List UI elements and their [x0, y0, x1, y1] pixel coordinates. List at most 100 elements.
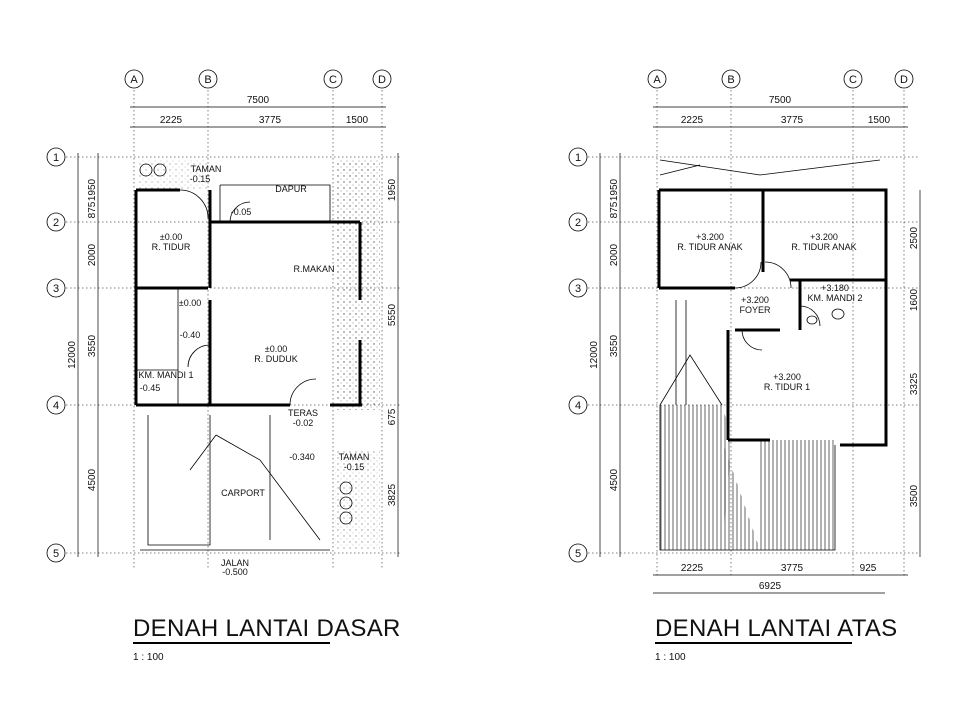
svg-text:B: B: [204, 74, 211, 86]
svg-text:TAMAN: TAMAN: [339, 452, 370, 462]
plan-scale-upper: 1 : 100: [655, 652, 686, 663]
svg-text:3775: 3775: [259, 115, 282, 126]
svg-text:3550: 3550: [609, 334, 620, 357]
axis-bubble-5: 5: [568, 543, 588, 563]
svg-text:2: 2: [53, 217, 59, 229]
bathroom-fixtures: [806, 308, 845, 325]
svg-text:7500: 7500: [769, 95, 792, 106]
svg-text:C: C: [329, 74, 337, 86]
plan-upper-floor: A B C D 1 2 3 4: [568, 69, 921, 663]
plan-title-ground: DENAH LANTAI DASAR: [133, 615, 401, 642]
axis-bubble-3: 3: [46, 278, 66, 298]
axis-bubble-c: C: [323, 69, 343, 89]
svg-text:675: 675: [387, 408, 398, 425]
svg-text:1: 1: [53, 152, 59, 164]
carport-area: [140, 415, 330, 551]
svg-text:12000: 12000: [589, 341, 600, 369]
svg-text:2000: 2000: [609, 243, 620, 266]
axis-bubble-5: 5: [46, 543, 66, 563]
svg-text:D: D: [378, 74, 386, 86]
axis-bubble-a: A: [124, 69, 144, 89]
axis-bubble-d: D: [372, 69, 392, 89]
room-labels-upper: +3.200 R. TIDUR ANAK +3.200 R. TIDUR ANA…: [677, 232, 862, 392]
svg-text:2500: 2500: [909, 226, 920, 249]
svg-text:3775: 3775: [781, 563, 804, 574]
svg-text:4500: 4500: [87, 468, 98, 491]
svg-text:6925: 6925: [759, 581, 782, 592]
svg-text:B: B: [727, 74, 734, 86]
svg-text:7500: 7500: [247, 95, 270, 106]
axis-bubble-4: 4: [46, 395, 66, 415]
garden-hatch-front: [335, 450, 380, 550]
svg-text:CARPORT: CARPORT: [221, 488, 265, 498]
svg-text:-0.40: -0.40: [180, 330, 201, 340]
dimension-right: 1950 5550 675 3825: [387, 153, 399, 557]
axis-bubble-1: 1: [46, 147, 66, 167]
svg-text:KM. MANDI 2: KM. MANDI 2: [807, 293, 862, 303]
axis-bubble-3: 3: [568, 278, 588, 298]
svg-text:-0.340: -0.340: [289, 452, 315, 462]
svg-text:1: 1: [575, 152, 581, 164]
svg-text:±0.00: ±0.00: [160, 232, 182, 242]
dimension-left: 12000 1950 875 2000 3550 4500: [67, 153, 99, 557]
walls-ground: [134, 184, 362, 407]
svg-text:±0.00: ±0.00: [179, 298, 201, 308]
dimension-top: 7500 2225 3775 1500: [130, 95, 386, 128]
svg-text:5: 5: [575, 548, 581, 560]
svg-text:C: C: [849, 74, 857, 86]
walls-upper: [657, 188, 888, 447]
svg-text:-0.15: -0.15: [344, 462, 365, 472]
axis-bubble-b: B: [198, 69, 218, 89]
svg-text:JALAN: JALAN: [221, 558, 249, 568]
room-labels-ground: TAMAN -0.15 DAPUR -0.05 ±0.00 R. TIDUR R…: [138, 164, 369, 577]
svg-text:2225: 2225: [681, 563, 704, 574]
svg-text:R.MAKAN: R.MAKAN: [293, 264, 334, 274]
svg-text:2: 2: [575, 217, 581, 229]
svg-text:4: 4: [53, 400, 59, 412]
axis-bubble-2: 2: [568, 212, 588, 232]
plan-ground-floor: A B C D 1 2 3 4: [46, 69, 401, 663]
svg-text:+3.200: +3.200: [810, 232, 838, 242]
svg-text:+3.180: +3.180: [821, 283, 849, 293]
svg-text:3325: 3325: [909, 372, 920, 395]
roof-hatch: [659, 159, 881, 551]
svg-text:R. TIDUR: R. TIDUR: [152, 242, 191, 252]
svg-text:-0.05: -0.05: [231, 207, 252, 217]
svg-text:+3.200: +3.200: [773, 372, 801, 382]
axis-bubble-1: 1: [568, 147, 588, 167]
svg-text:KM. MANDI 1: KM. MANDI 1: [138, 370, 193, 380]
svg-text:3775: 3775: [781, 115, 804, 126]
svg-text:TAMAN: TAMAN: [191, 164, 222, 174]
svg-text:3825: 3825: [387, 483, 398, 506]
axis-bubble-2: 2: [46, 212, 66, 232]
svg-text:+3.200: +3.200: [741, 295, 769, 305]
svg-text:R. DUDUK: R. DUDUK: [254, 354, 298, 364]
axis-bubble-4: 4: [568, 395, 588, 415]
svg-text:D: D: [900, 74, 908, 86]
dimension-top: 7500 2225 3775 1500: [653, 95, 908, 128]
svg-text:3: 3: [575, 283, 581, 295]
plan-scale-ground: 1 : 100: [133, 652, 164, 663]
door-swings-ground: [179, 189, 317, 406]
svg-text:5: 5: [53, 548, 59, 560]
axis-bubble-d: D: [894, 69, 914, 89]
svg-text:±0.00: ±0.00: [265, 344, 287, 354]
axis-bubble-a: A: [647, 69, 667, 89]
svg-text:FOYER: FOYER: [739, 305, 771, 315]
svg-text:-0.15: -0.15: [190, 174, 211, 184]
plan-title-upper: DENAH LANTAI ATAS: [655, 615, 898, 642]
svg-text:12000: 12000: [67, 341, 78, 369]
svg-text:3: 3: [53, 283, 59, 295]
door-swings-upper: [734, 261, 821, 351]
svg-text:R. TIDUR ANAK: R. TIDUR ANAK: [677, 242, 742, 252]
svg-text:3500: 3500: [909, 484, 920, 507]
svg-text:TERAS: TERAS: [288, 408, 318, 418]
svg-text:DAPUR: DAPUR: [275, 184, 307, 194]
svg-text:925: 925: [860, 563, 877, 574]
svg-text:-0.500: -0.500: [222, 567, 248, 577]
dimension-right: 2500 1600 3325 3500: [909, 190, 921, 557]
svg-text:1500: 1500: [868, 115, 891, 126]
svg-text:1500: 1500: [346, 115, 369, 126]
svg-text:1950: 1950: [609, 178, 620, 201]
